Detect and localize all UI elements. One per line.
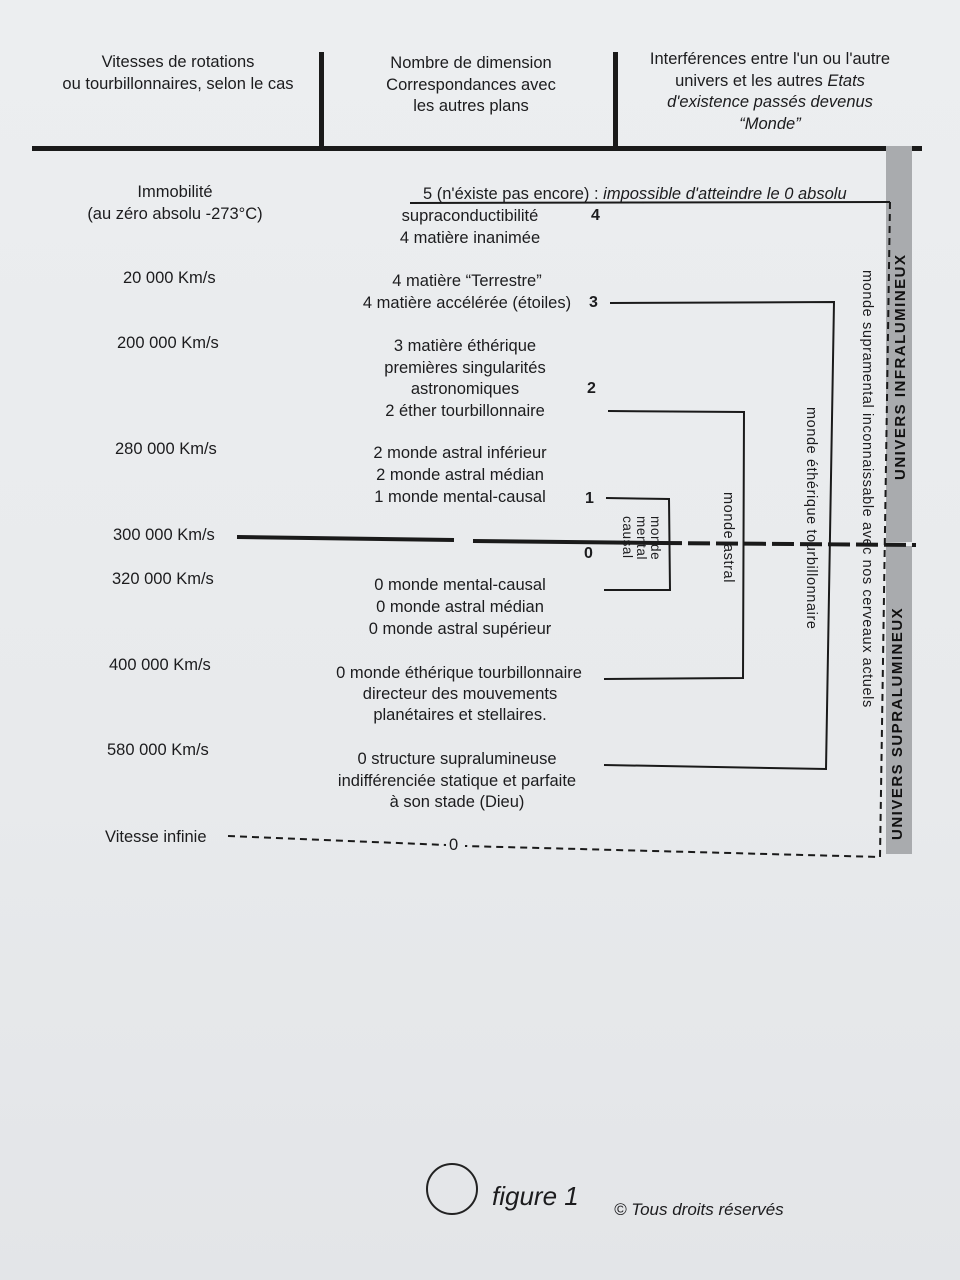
- supramental-label: monde supramental inconnaissable avec no…: [859, 270, 875, 708]
- supraluminous-band: [886, 546, 912, 854]
- level-number-3: 3: [589, 294, 598, 311]
- header-col-interferences-line: univers et les autres Etats: [675, 71, 865, 90]
- header-rule: [32, 146, 922, 151]
- header-divider-left: [319, 52, 324, 150]
- dimension-2-line: 3 matière éthérique: [393, 337, 537, 355]
- level-number-2: 2: [587, 380, 596, 397]
- dimension-5-line: [409, 201, 891, 204]
- level-number-0: 0: [584, 545, 593, 562]
- dimension-0-line: 0 monde astral médian: [376, 598, 544, 616]
- figure-caption: figure 1: [492, 1181, 579, 1211]
- header-col-interferences: Interférences entre l'un ou l'autre univ…: [624, 49, 916, 135]
- mental-causal-label-line: mental: [634, 516, 649, 561]
- dimension-3-line: 4 matière “Terrestre”: [392, 272, 542, 290]
- dimension-0-line: 0 monde mental-causal: [374, 576, 546, 594]
- dimension-2-line: 2 éther tourbillonnaire: [385, 402, 545, 420]
- speed-infinite: Vitesse infinie: [105, 828, 207, 846]
- speed-200000: 200 000 Km/s: [117, 334, 219, 352]
- dimension-1-line: 2 monde astral inférieur: [373, 444, 547, 462]
- header-col-interferences-line: Interférences entre l'un ou l'autre: [649, 50, 891, 68]
- light-speed-line-dashed: [659, 541, 917, 547]
- infinite-speed-line: [227, 835, 447, 846]
- header-col-speeds-line: ou tourbillonnaires, selon le cas: [62, 74, 294, 93]
- astral-bracket: [603, 410, 746, 680]
- dimension-3-line: 4 matière accélérée (étoiles): [362, 294, 572, 312]
- dimension-0-line: planétaires et stellaires.: [373, 706, 547, 724]
- infraluminous-band: [886, 146, 912, 542]
- header-col-speeds: Vitesses de rotations ou tourbillonnaire…: [40, 52, 316, 95]
- speed-20000: 20 000 Km/s: [123, 269, 216, 287]
- header-col-dimensions: Nombre de dimension Correspondances avec…: [330, 53, 612, 118]
- dimension-1-line: 1 monde mental-causal: [374, 488, 546, 506]
- mental-causal-bracket: [604, 497, 672, 591]
- speed-320000: 320 000 Km/s: [112, 570, 214, 588]
- speed-580000: 580 000 Km/s: [107, 741, 209, 759]
- light-speed-line-left: [236, 535, 455, 542]
- dimension-2-line: astronomiques: [410, 380, 520, 398]
- header-divider-right: [613, 52, 618, 150]
- level-number-1: 1: [585, 490, 594, 507]
- speed-400000: 400 000 Km/s: [109, 656, 211, 674]
- header-col-dimensions-line: Correspondances avec: [386, 75, 556, 94]
- dimension-5: 5 (n'éxiste pas encore) : impossible d'a…: [423, 185, 847, 203]
- speed-absolute-zero: (au zéro absolu -273°C): [87, 205, 263, 223]
- copyright-notice: © Tous droits réservés: [614, 1200, 784, 1219]
- mental-causal-label-line: monde: [648, 516, 663, 561]
- etheric-bracket: [603, 300, 836, 771]
- dimension-0-line: directeur des mouvements: [362, 685, 558, 703]
- level-number-4: 4: [591, 207, 600, 224]
- mental-causal-label: monde mental causal: [620, 516, 663, 561]
- speed-immobility: Immobilité: [137, 183, 213, 201]
- dimension-2-line: premières singularités: [384, 359, 546, 377]
- etheric-label: monde éthérique tourbillonnaire: [803, 407, 819, 630]
- header-col-interferences-line: “Monde”: [739, 114, 801, 133]
- dimension-0-line: à son stade (Dieu): [389, 793, 525, 811]
- dimension-4-line: 4 matière inanimée: [399, 229, 541, 247]
- speed-280000: 280 000 Km/s: [115, 440, 217, 458]
- astral-label: monde astral: [720, 492, 736, 584]
- header-col-interferences-line: d'existence passés devenus: [667, 93, 873, 111]
- header-col-speeds-line: Vitesses de rotations: [101, 53, 255, 71]
- dimension-1-line: 2 monde astral médian: [376, 466, 544, 484]
- speed-300000: 300 000 Km/s: [113, 526, 215, 544]
- dimension-0-line: 0 monde éthérique tourbillonnaire: [336, 664, 582, 682]
- dimension-4-line: supraconductibilité: [401, 207, 539, 225]
- mental-causal-label-line: causal: [620, 516, 635, 559]
- supramental-bracket: [464, 201, 891, 859]
- figure-circle-symbol: [426, 1163, 478, 1215]
- dimension-0-line: 0 monde astral supérieur: [368, 620, 552, 638]
- dimension-0-line: indifférenciée statique et parfaite: [337, 772, 577, 790]
- dimension-0-line: 0 structure supralumineuse: [357, 750, 557, 768]
- header-col-dimensions-line: Nombre de dimension: [390, 54, 552, 72]
- header-col-dimensions-line: les autres plans: [413, 97, 529, 115]
- light-speed-line-right: [472, 539, 661, 545]
- infinite-zero-label: 0: [449, 836, 459, 854]
